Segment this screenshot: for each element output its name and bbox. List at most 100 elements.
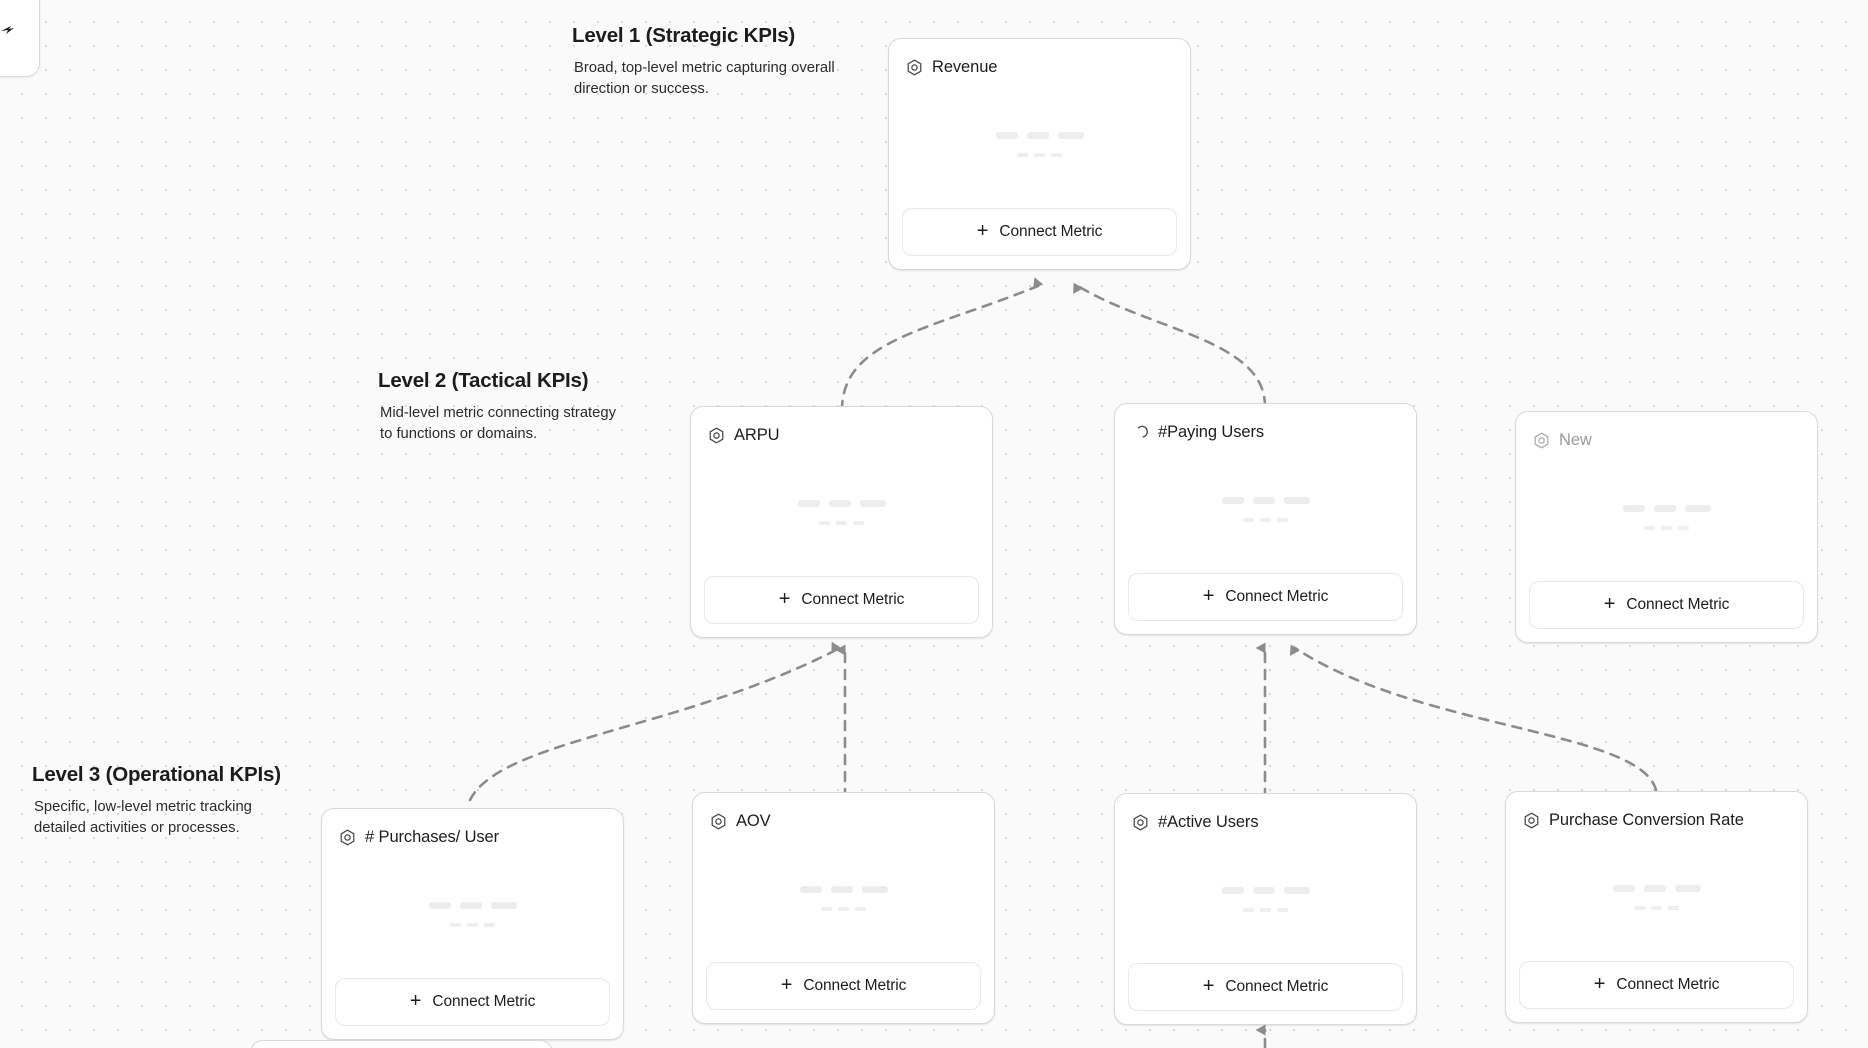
plus-icon: + [778,588,791,610]
skeleton-bar [1622,504,1645,512]
card-header: Purchase Conversion Rate [1506,792,1807,833]
skeleton-bar [836,520,847,525]
skeleton-bar [828,499,851,507]
skeleton-bar [859,499,886,507]
level-1-group: Level 1 (Strategic KPIs) Broad, top-leve… [572,24,872,100]
metric-card-revenue[interactable]: Revenue + Connect Metric [888,38,1191,270]
connect-metric-button[interactable]: + Connect Metric [1519,961,1794,1009]
skeleton-bar [1026,131,1049,139]
card-placeholder-body [322,850,623,978]
metric-card-aov[interactable]: AOV + Connect Metric [692,792,995,1024]
connect-metric-button[interactable]: + Connect Metric [704,576,979,624]
offscreen-card-topleft[interactable] [0,0,40,77]
skeleton-bar [1283,886,1310,894]
card-placeholder-body [889,80,1190,208]
skeleton-row-primary [1612,884,1701,892]
connect-metric-label: Connect Metric [801,591,905,608]
connect-metric-button[interactable]: + Connect Metric [1128,963,1403,1011]
skeleton-bar [1668,905,1679,910]
hexagon-metric-icon [340,829,355,845]
metric-card-purchase-conversion-rate[interactable]: Purchase Conversion Rate + Connect Metri… [1505,791,1808,1023]
connect-metric-button[interactable]: + Connect Metric [1128,573,1403,621]
metric-card-arpu[interactable]: ARPU + Connect Metric [690,406,993,638]
card-header: AOV [693,793,994,834]
card-title: Purchase Conversion Rate [1549,810,1744,829]
skeleton-bar [484,922,495,927]
skeleton-row-primary [797,499,886,507]
card-placeholder-body [691,448,992,576]
level-3-description: Specific, low-level metric tracking deta… [34,799,252,836]
skeleton-bar [1277,907,1288,912]
card-header: Revenue [889,39,1190,80]
skeleton-bar [1051,152,1062,157]
connect-metric-button[interactable]: + Connect Metric [1529,581,1804,629]
skeleton-bar [1661,525,1672,530]
cursor-glyph-icon [1,26,14,34]
skeleton-bar [1252,496,1275,504]
skeleton-row-secondary [450,922,495,927]
skeleton-bar [853,520,864,525]
connect-metric-label: Connect Metric [1225,588,1329,605]
skeleton-bar [1684,504,1711,512]
connect-metric-label: Connect Metric [1616,976,1720,993]
skeleton-bar [1634,905,1645,910]
connect-metric-label: Connect Metric [1626,596,1730,613]
skeleton-bar [1612,884,1635,892]
level-2-title: Level 2 (Tactical KPIs) [378,369,589,392]
card-header: #Paying Users [1115,404,1416,445]
card-header: # Purchases/ User [322,809,623,850]
skeleton-bar [450,922,461,927]
metric-card-new[interactable]: New + Connect Metric [1515,411,1818,643]
skeleton-row-primary [799,885,888,893]
plus-icon: + [1603,593,1616,615]
connect-metric-label: Connect Metric [999,223,1103,240]
skeleton-bar [1034,152,1045,157]
skeleton-bar [1221,496,1244,504]
card-title: New [1559,430,1592,449]
skeleton-bar [821,906,832,911]
skeleton-bar [1260,517,1271,522]
level-3-group: Level 3 (Operational KPIs) Specific, low… [32,763,287,839]
card-placeholder-body [1516,453,1817,581]
skeleton-row-primary [1221,886,1310,894]
loading-spinner-icon [1137,425,1148,437]
skeleton-row-secondary [1243,907,1288,912]
plus-icon: + [976,220,989,242]
skeleton-bar [428,901,451,909]
hexagon-metric-icon [907,59,922,75]
skeleton-row-secondary [1243,517,1288,522]
connect-metric-button[interactable]: + Connect Metric [706,962,981,1010]
hexagon-metric-icon [1524,812,1539,828]
skeleton-bar [490,901,517,909]
skeleton-bar [1243,907,1254,912]
connect-metric-label: Connect Metric [1225,978,1329,995]
skeleton-bar [1678,525,1689,530]
skeleton-bar [1644,525,1655,530]
plus-icon: + [1202,975,1215,997]
connect-metric-label: Connect Metric [432,993,536,1010]
card-header: #Active Users [1115,794,1416,835]
card-title: Revenue [932,57,998,76]
metric-card-purchases-per-user[interactable]: # Purchases/ User + Connect Metric [321,808,624,1040]
hexagon-metric-icon [709,427,724,443]
skeleton-row-secondary [1017,152,1062,157]
skeleton-bar [799,885,822,893]
plus-icon: + [1202,585,1215,607]
skeleton-bar [1057,131,1084,139]
offscreen-card-bottom[interactable] [250,1040,553,1048]
skeleton-bar [1643,884,1666,892]
connect-metric-button[interactable]: + Connect Metric [902,208,1177,256]
skeleton-bar [1674,884,1701,892]
level-3-title: Level 3 (Operational KPIs) [32,763,281,786]
metric-card-paying-users[interactable]: #Paying Users + Connect Metric [1114,403,1417,635]
level-2-group: Level 2 (Tactical KPIs) Mid-level metric… [378,369,628,445]
skeleton-bar [819,520,830,525]
level-1-description: Broad, top-level metric capturing overal… [574,60,835,97]
skeleton-bar [861,885,888,893]
metric-card-active-users[interactable]: #Active Users + Connect Metric [1114,793,1417,1025]
skeleton-bar [797,499,820,507]
card-placeholder-body [1115,835,1416,963]
connect-metric-button[interactable]: + Connect Metric [335,978,610,1026]
skeleton-bar [459,901,482,909]
